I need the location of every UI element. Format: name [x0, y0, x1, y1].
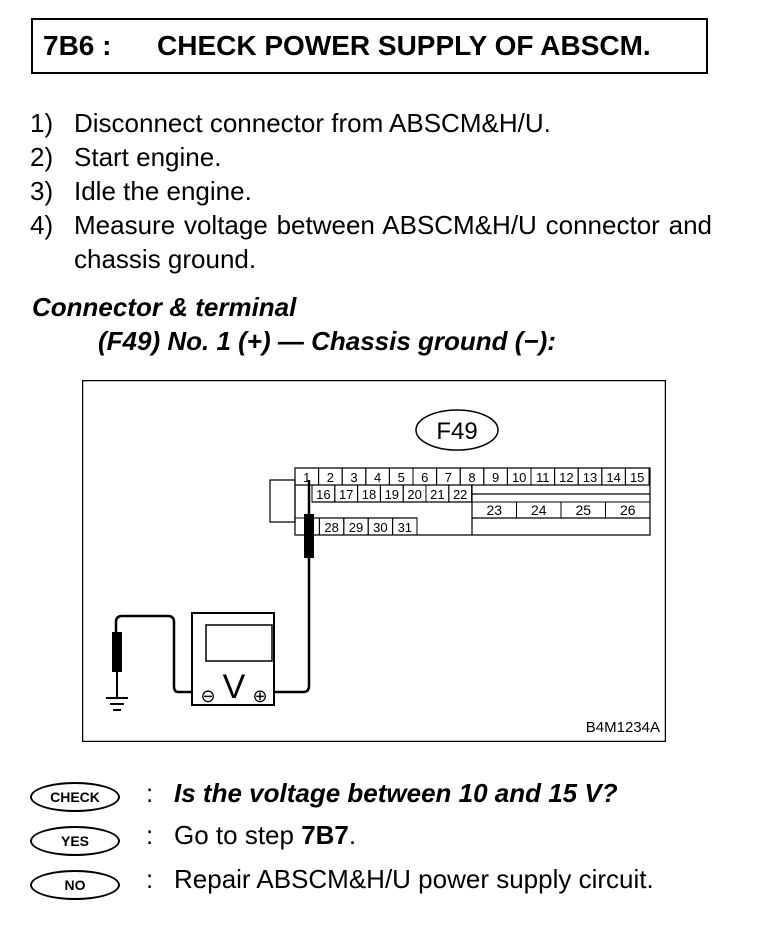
check-badge: CHECK	[30, 782, 120, 812]
procedure-steps: 1) Disconnect connector from ABSCM&H/U. …	[30, 106, 712, 276]
step-text: Disconnect connector from ABSCM&H/U.	[74, 108, 551, 138]
connector-label: Connector & terminal	[32, 292, 297, 322]
step-text: Start engine.	[74, 142, 222, 172]
yes-prefix: Go to step	[174, 820, 302, 850]
diagram-frame	[82, 380, 666, 742]
terminal-number: 14	[606, 470, 620, 485]
chassis-ground-icon	[106, 697, 128, 711]
meter-symbol: V	[223, 668, 246, 706]
step-header: 7B6 : CHECK POWER SUPPLY OF ABSCM.	[31, 18, 708, 74]
negative-probe	[112, 614, 192, 698]
terminal-number: 15	[630, 470, 644, 485]
step-number: 4)	[30, 210, 54, 240]
colon: :	[146, 820, 154, 850]
terminal-number: 19	[385, 487, 399, 502]
terminal-number: 25	[575, 502, 591, 518]
terminal-number: 11	[536, 470, 550, 485]
yes-action: Go to step 7B7.	[174, 820, 714, 851]
check-row: CHECK : Is the voltage between 10 and 15…	[30, 776, 720, 812]
no-badge: NO	[30, 870, 120, 900]
meter-plus-terminal: ⊕	[252, 686, 267, 706]
terminal-number: 21	[430, 487, 444, 502]
voltmeter: V ⊖ ⊕	[191, 612, 275, 706]
connector-id-oval	[415, 409, 499, 451]
step-code: 7B6 :	[43, 30, 112, 61]
terminal-number: 5	[398, 470, 405, 485]
terminal-number: 23	[486, 502, 502, 518]
check-question: Is the voltage between 10 and 15 V?	[174, 778, 618, 808]
yes-row: YES : Go to step 7B7.	[30, 820, 720, 856]
no-action: Repair ABSCM&H/U power supply circuit.	[174, 864, 654, 894]
step-number: 2)	[30, 142, 54, 172]
positive-probe	[272, 480, 314, 694]
terminal-number: 16	[316, 487, 330, 502]
terminal-number: 2	[327, 470, 334, 485]
procedure-step: 4) Measure voltage between ABSCM&H/U con…	[30, 208, 712, 276]
terminal-number: 29	[349, 520, 363, 535]
step-text: Idle the engine.	[74, 176, 252, 206]
step-number: 1)	[30, 108, 54, 138]
terminal-number: 13	[583, 470, 597, 485]
terminal-number: 26	[620, 502, 636, 518]
colon: :	[146, 778, 154, 808]
terminal-number: 28	[324, 520, 338, 535]
colon: :	[146, 864, 154, 894]
terminal-number: 7	[445, 470, 452, 485]
connector-terminal: 31	[392, 517, 418, 536]
terminal-number: 24	[531, 502, 547, 518]
terminal-row-2: 16 17 18 19 20 21 22	[311, 484, 473, 503]
procedure-step: 2) Start engine.	[30, 140, 712, 174]
meter-minus-terminal: ⊖	[200, 686, 215, 706]
terminal-number: 1	[303, 470, 310, 485]
terminal-number: 17	[339, 487, 353, 502]
terminal-number: 4	[374, 470, 381, 485]
yes-suffix: .	[348, 820, 357, 850]
step-title: CHECK POWER SUPPLY OF ABSCM.	[157, 30, 651, 61]
terminal-number: 8	[468, 470, 475, 485]
step-text: Measure voltage between ABSCM&H/U connec…	[74, 210, 712, 274]
connector-terminal: 26	[605, 501, 651, 519]
terminal-number: 9	[492, 470, 499, 485]
no-row: NO : Repair ABSCM&H/U power supply circu…	[30, 864, 720, 934]
terminal-number: 20	[407, 487, 421, 502]
yes-step-link[interactable]: 7B7	[301, 820, 349, 850]
yes-badge: YES	[30, 826, 120, 856]
step-number: 3)	[30, 176, 54, 206]
terminal-number: 12	[559, 470, 573, 485]
procedure-step: 3) Idle the engine.	[30, 174, 712, 208]
terminal-number: 22	[453, 487, 467, 502]
terminal-row-2-large: 23 24 25 26	[471, 501, 651, 519]
connector-terminal: 15	[624, 467, 650, 486]
connector-spec: (F49) No. 1 (+) — Chassis ground (−):	[98, 326, 556, 356]
terminal-number: 3	[350, 470, 357, 485]
terminal-number: 6	[421, 470, 428, 485]
terminal-number: 18	[362, 487, 376, 502]
terminal-number: 30	[373, 520, 387, 535]
terminal-number: 10	[512, 470, 526, 485]
terminal-number: 31	[398, 520, 412, 535]
connector-id: F49	[436, 418, 477, 445]
procedure-step: 1) Disconnect connector from ABSCM&H/U.	[30, 106, 712, 140]
figure-code: B4M1234A	[586, 719, 660, 736]
connector-terminal: 22	[448, 484, 473, 503]
